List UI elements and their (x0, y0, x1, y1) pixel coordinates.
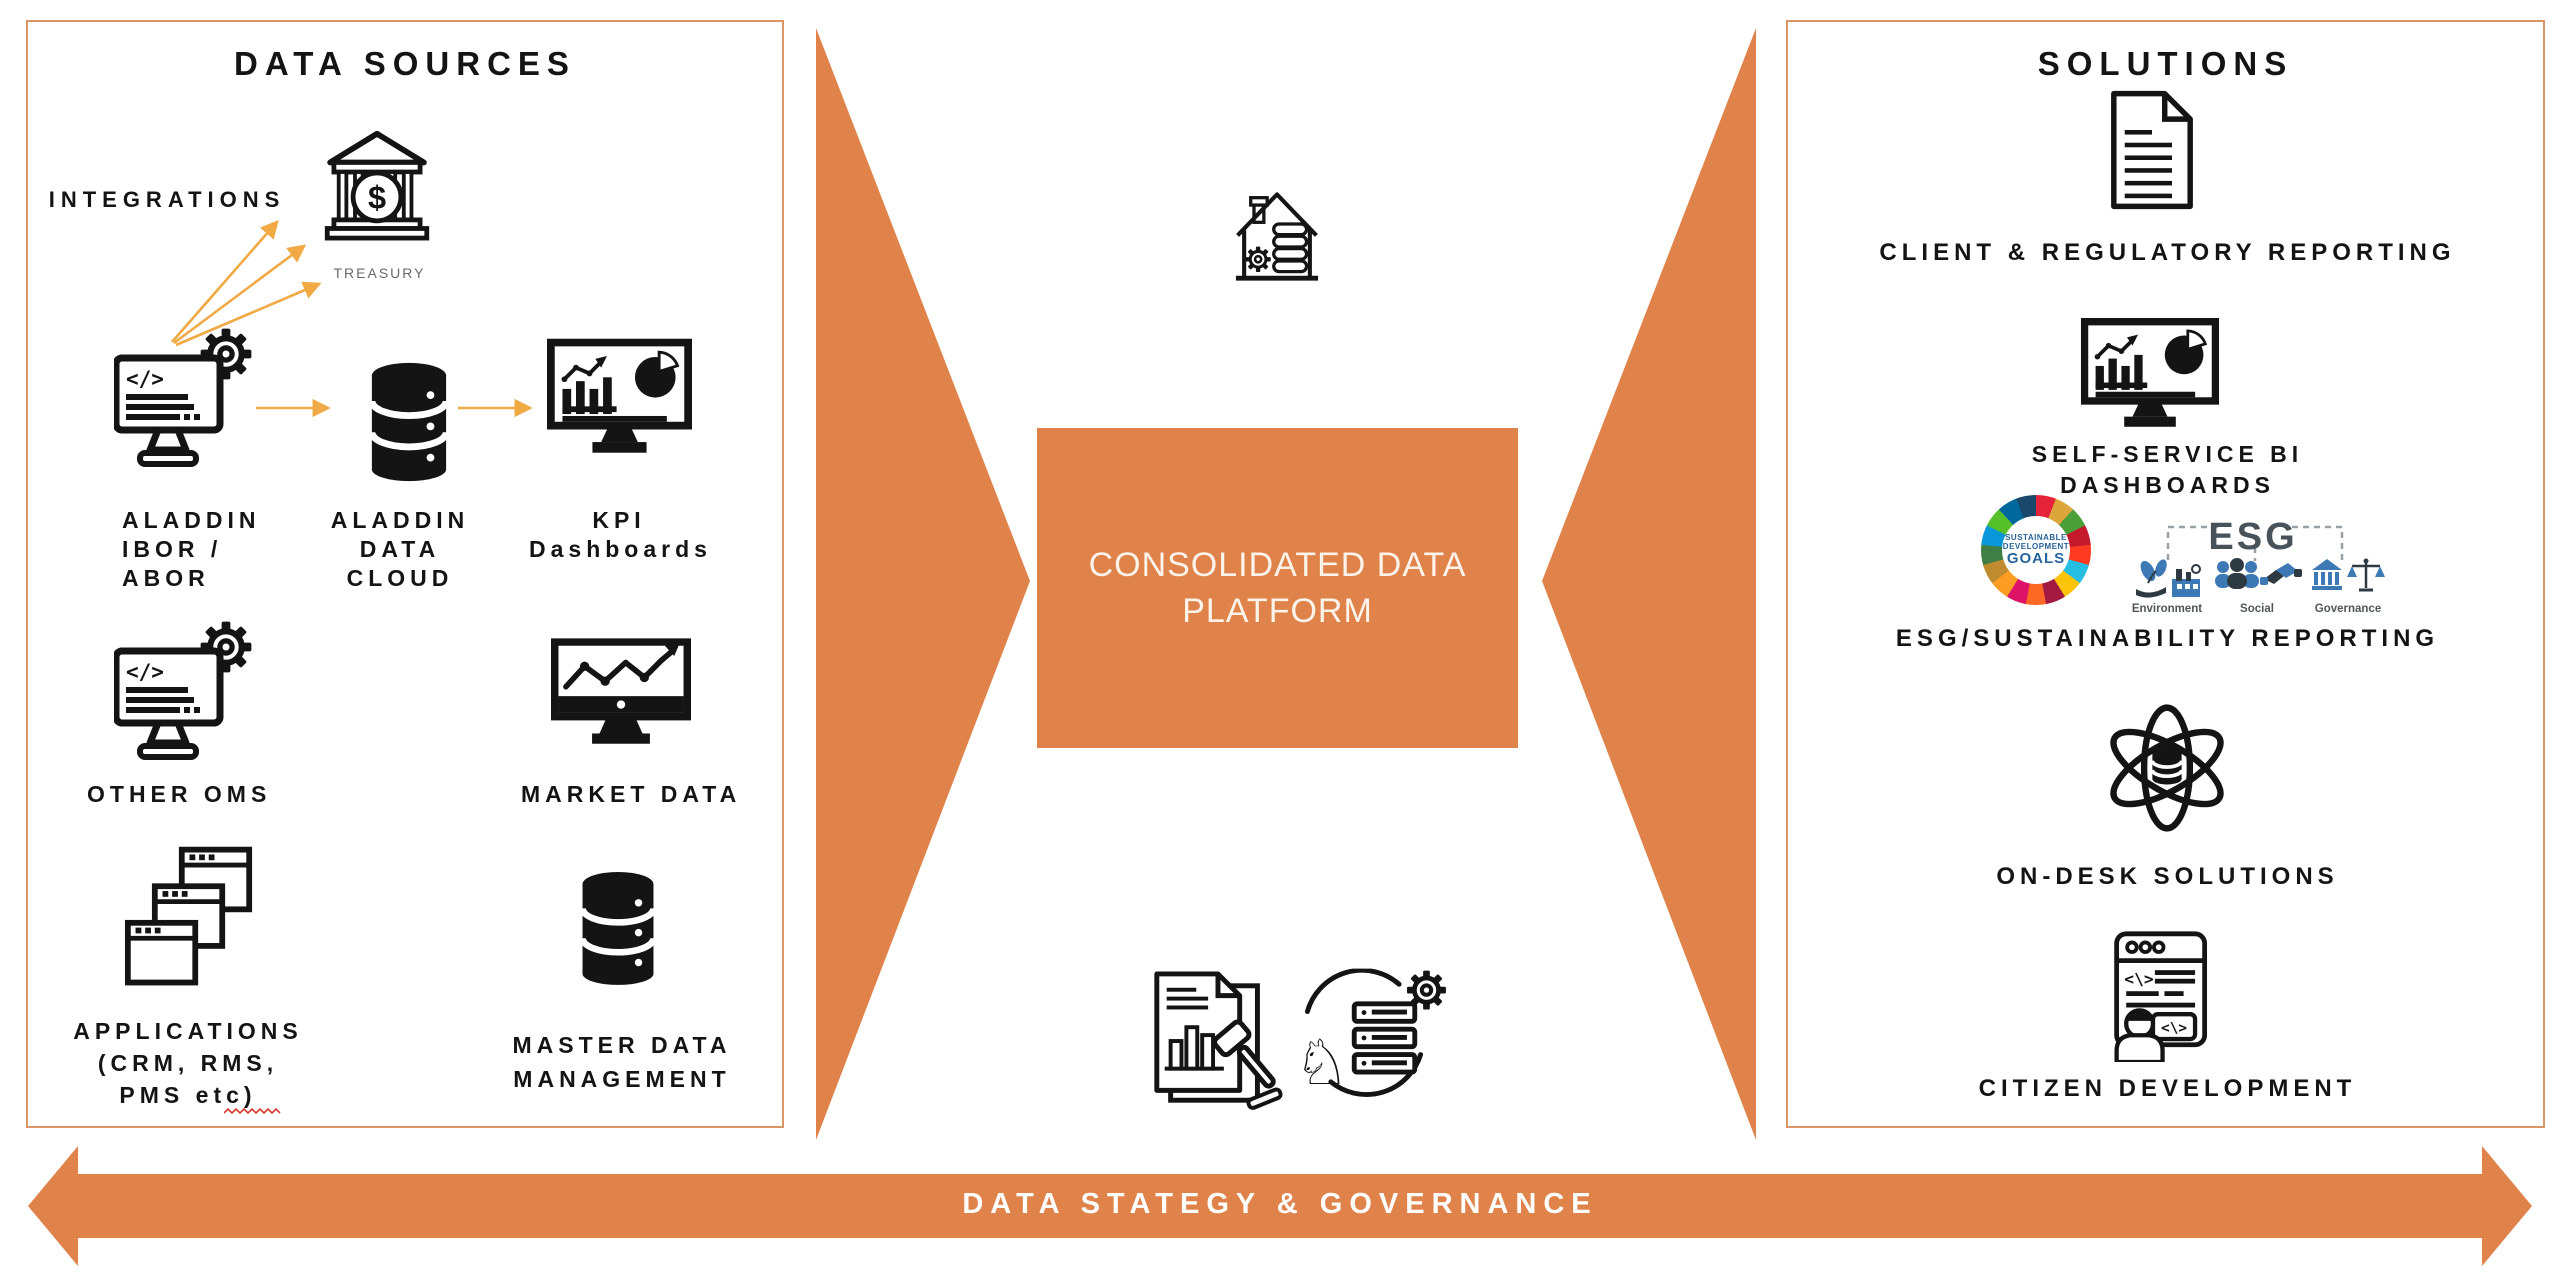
sdg-line1: SUSTAINABLE (2005, 533, 2067, 542)
citizen-development-icon (2095, 930, 2210, 1062)
aladdin-data-cloud-icon (365, 358, 453, 485)
aladdin-cloud-line1: ALADDIN (330, 507, 470, 533)
client-reporting-icon (2106, 90, 2198, 210)
report-gavel-icon (1146, 970, 1286, 1116)
data-sources-panel: DATA SOURCES INTEGRATIONS TREASURY ALADD… (26, 20, 784, 1128)
esg-social-icon (2215, 558, 2302, 589)
master-data-line2: MANAGEMENT (513, 1066, 731, 1092)
market-data-label: MARKET DATA (521, 781, 742, 807)
aladdin-ibor-line3: ABOR (122, 565, 210, 591)
aladdin-ibor-line2: IBOR / (122, 536, 223, 562)
esg-governance-label: Governance (2315, 603, 2381, 615)
bi-line1: SELF-SERVICE BI (2031, 441, 2304, 467)
platform-line2: PLATFORM (1182, 592, 1373, 630)
master-data-line1: MASTER DATA (512, 1032, 732, 1058)
aladdin-ibor-label: ALADDIN IBOR / ABOR (122, 506, 261, 593)
strategy-knight-icon (1282, 968, 1446, 1102)
integrations-label: INTEGRATIONS (48, 187, 286, 212)
consolidated-data-platform-box: CONSOLIDATED DATA PLATFORM (1037, 428, 1518, 748)
esg-reporting-label: ESG/SUSTAINABILITY REPORTING (1895, 625, 2440, 652)
kpi-dashboards-icon (547, 327, 692, 474)
aladdin-cloud-line3: CLOUD (346, 565, 454, 591)
esg-diagram: ESG (2132, 516, 2385, 615)
sdg-line3: GOALS (2006, 550, 2066, 567)
on-desk-atom-icon (2092, 690, 2242, 846)
esg-dashed-left (2166, 525, 2220, 560)
on-desk-label: ON-DESK SOLUTIONS (1996, 863, 2339, 890)
kpi-line2: Dashboards (529, 536, 712, 562)
esg-governance-icon (2312, 558, 2385, 592)
big-arrow-right (1542, 28, 1756, 1140)
kpi-line1: KPI (592, 507, 646, 533)
aladdin-cloud-line2: DATA (359, 536, 441, 562)
applications-line1: APPLICATIONS (73, 1018, 303, 1044)
data-warehouse-house-icon (1231, 182, 1323, 284)
esg-environment-label: Environment (2132, 603, 2202, 615)
data-sources-title: DATA SOURCES (234, 45, 576, 82)
aladdin-ibor-line1: ALADDIN (122, 507, 261, 533)
aladdin-data-cloud-label: ALADDIN DATA CLOUD (320, 506, 480, 593)
master-data-icon (576, 852, 660, 1004)
bi-dashboards-icon (2080, 318, 2220, 436)
big-arrow-left (816, 28, 1030, 1140)
applications-icon (124, 842, 254, 994)
solutions-title: SOLUTIONS (2037, 45, 2294, 82)
other-oms-label: OTHER OMS (87, 781, 272, 807)
sdg-wheel-icon: SUSTAINABLE DEVELOPMENT GOALS (1981, 495, 2091, 605)
governance-banner-label: DATA STATEGY & GOVERNANCE (962, 1188, 1598, 1220)
applications-line3: PMS etc) (119, 1082, 257, 1108)
applications-line2: (CRM, RMS, (97, 1050, 279, 1076)
kpi-dashboards-label: KPI Dashboards (529, 506, 709, 564)
master-data-label: MASTER DATA MANAGEMENT (497, 1028, 747, 1096)
aladdin-ibor-icon (114, 324, 256, 474)
other-oms-icon (114, 617, 256, 767)
esg-dashed-right (2288, 525, 2344, 560)
bi-line2: DASHBOARDS (2060, 472, 2275, 498)
spellcheck-squiggle (224, 1108, 281, 1115)
governance-banner-arrow (28, 1146, 2532, 1266)
sdg-wheel-center: SUSTAINABLE DEVELOPMENT GOALS (2002, 516, 2070, 584)
market-data-icon (551, 624, 691, 772)
client-reporting-label: CLIENT & REGULATORY REPORTING (1879, 239, 2456, 266)
esg-environment-icon (2136, 559, 2201, 598)
treasury-label: TREASURY (333, 265, 426, 281)
applications-label: APPLICATIONS (CRM, RMS, PMS etc) (63, 1015, 313, 1111)
esg-social-label: Social (2240, 603, 2274, 615)
esg-heading: ESG (2208, 516, 2297, 558)
bi-dashboards-label: SELF-SERVICE BI DASHBOARDS (1788, 439, 2547, 501)
platform-line1: CONSOLIDATED DATA (1088, 546, 1467, 584)
solutions-panel: SOLUTIONS CLIENT & REGULATORY REPORTING … (1786, 20, 2545, 1128)
citizen-development-label: CITIZEN DEVELOPMENT (1978, 1075, 2357, 1102)
sdg-line2: DEVELOPMENT (2002, 542, 2070, 551)
treasury-bank-icon (324, 128, 430, 262)
